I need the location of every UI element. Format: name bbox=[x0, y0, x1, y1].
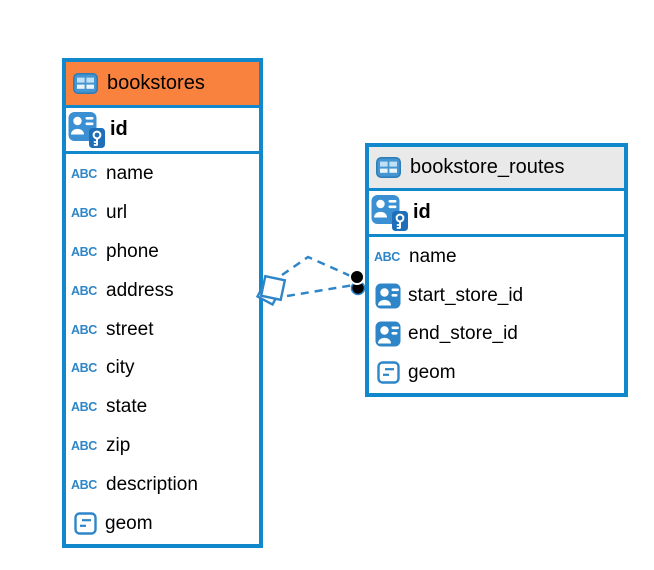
column-row[interactable]: start_store_id bbox=[369, 277, 624, 316]
column-name: url bbox=[106, 202, 128, 224]
column-name: geom bbox=[105, 512, 153, 534]
table-title: bookstore_routes bbox=[410, 156, 565, 178]
relationship-line[interactable] bbox=[281, 255, 354, 279]
foreign-key-icon bbox=[373, 283, 403, 309]
text-type-icon: ABC bbox=[71, 167, 97, 182]
table-title: bookstores bbox=[107, 72, 205, 94]
table-header-bookstore-routes[interactable]: bookstore_routes bbox=[369, 147, 624, 191]
primary-key-row[interactable]: id bbox=[66, 108, 259, 154]
column-row[interactable]: geom bbox=[369, 354, 624, 393]
text-type-icon: ABC bbox=[71, 244, 97, 259]
text-type-icon: ABC bbox=[71, 400, 97, 415]
primary-key-name: id bbox=[110, 118, 128, 140]
column-name: city bbox=[106, 357, 135, 379]
column-list: ABC name start_store_id bbox=[369, 237, 624, 393]
column-row[interactable]: ABC url bbox=[66, 194, 259, 233]
column-row[interactable]: ABC name bbox=[369, 238, 624, 277]
column-row[interactable]: end_store_id bbox=[369, 315, 624, 354]
text-type-icon: ABC bbox=[71, 438, 97, 453]
primary-key-row[interactable]: id bbox=[369, 191, 624, 237]
text-type-icon: ABC bbox=[374, 250, 400, 265]
text-type-icon: ABC bbox=[71, 361, 97, 376]
text-type-icon: ABC bbox=[71, 283, 97, 298]
column-row[interactable]: ABC address bbox=[66, 271, 259, 310]
table-header-bookstores[interactable]: bookstores bbox=[66, 62, 259, 108]
diamond-end-marker[interactable] bbox=[255, 274, 287, 307]
column-row[interactable]: ABC phone bbox=[66, 233, 259, 272]
text-type-icon: ABC bbox=[71, 206, 97, 221]
geometry-type-icon bbox=[373, 361, 403, 384]
column-name: end_store_id bbox=[408, 323, 518, 345]
text-type-icon: ABC bbox=[71, 477, 97, 492]
column-row[interactable]: ABC zip bbox=[66, 427, 259, 466]
table-bookstores[interactable]: bookstores id ABC name ABC ur bbox=[62, 58, 263, 548]
table-icon bbox=[72, 73, 99, 94]
column-name: description bbox=[106, 473, 198, 495]
column-name: street bbox=[106, 318, 154, 340]
primary-key-icon bbox=[68, 111, 106, 148]
geometry-type-icon bbox=[70, 512, 100, 535]
column-row[interactable]: geom bbox=[66, 504, 259, 543]
primary-key-name: id bbox=[413, 201, 431, 223]
primary-key-icon bbox=[371, 194, 409, 231]
column-name: zip bbox=[106, 434, 131, 456]
column-name: name bbox=[409, 246, 457, 268]
column-name: state bbox=[106, 396, 148, 418]
column-name: geom bbox=[408, 361, 456, 383]
column-name: phone bbox=[106, 240, 159, 262]
text-type-icon: ABC bbox=[71, 322, 97, 337]
relationship-line[interactable] bbox=[286, 283, 355, 298]
column-list: ABC name ABC url ABC phone ABC address A… bbox=[66, 154, 259, 544]
column-row[interactable]: ABC name bbox=[66, 155, 259, 194]
column-row[interactable]: ABC city bbox=[66, 349, 259, 388]
column-row[interactable]: ABC street bbox=[66, 310, 259, 349]
column-name: name bbox=[106, 163, 154, 185]
table-bookstore-routes[interactable]: bookstore_routes id ABC name bbox=[365, 143, 628, 397]
dot-end-marker[interactable] bbox=[349, 269, 366, 296]
column-name: address bbox=[106, 279, 174, 301]
column-name: start_store_id bbox=[408, 284, 524, 306]
relationship-connector bbox=[255, 255, 366, 307]
column-row[interactable]: ABC description bbox=[66, 465, 259, 504]
column-row[interactable]: ABC state bbox=[66, 388, 259, 427]
foreign-key-icon bbox=[373, 321, 403, 347]
table-icon bbox=[375, 157, 402, 178]
